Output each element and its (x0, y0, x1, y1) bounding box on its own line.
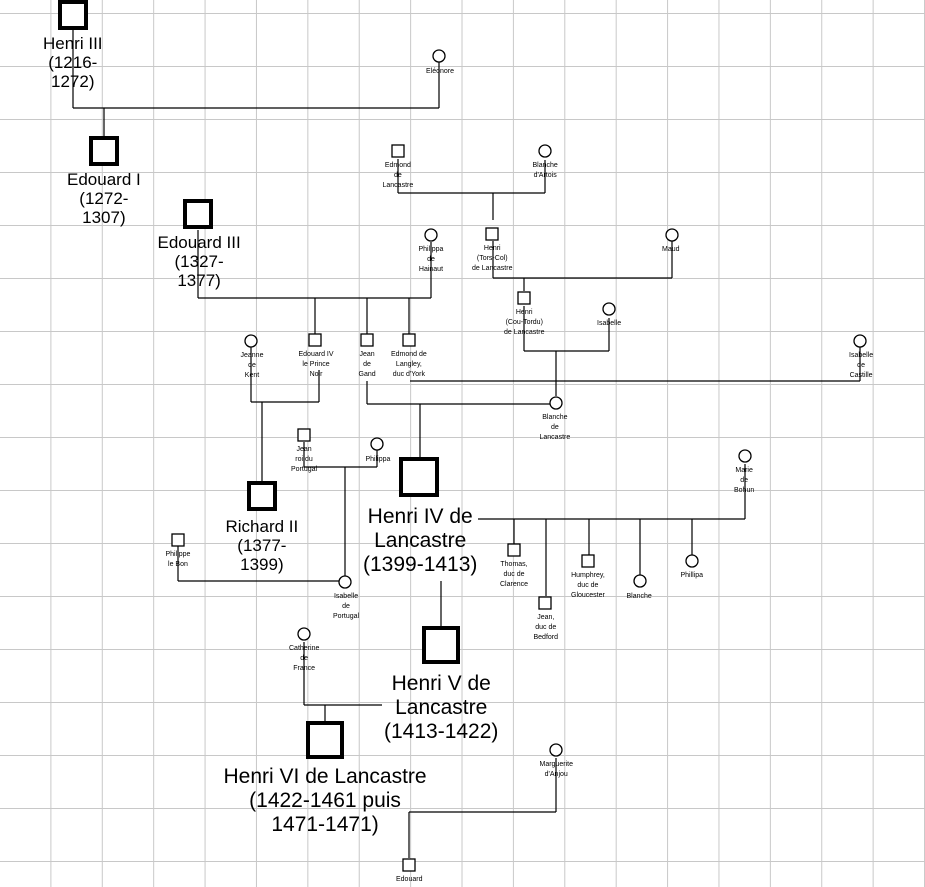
person-label: Philippe le Bon (165, 551, 191, 568)
person-label: Jean de Gand (358, 351, 376, 378)
male-symbol (297, 428, 311, 442)
male-symbol (58, 0, 88, 30)
person-label: Edouard (396, 876, 423, 883)
male-symbol (422, 626, 460, 664)
person-label: Edouard IV le Prince Noir (298, 351, 334, 378)
person-label: Jean roi du Portugal (291, 446, 318, 473)
male-symbol (399, 457, 439, 497)
person-label: Edmond de Langley, duc d'York (391, 351, 427, 378)
person-label: Thomas, duc de Clarence (500, 561, 529, 588)
person-label: Blanche de Lancastre (539, 414, 571, 441)
person-label: Maud (662, 246, 680, 253)
female-symbol (538, 144, 552, 158)
female-symbol (633, 574, 647, 588)
person-label: Henri VI de Lancastre (1422-1461 puis 14… (223, 765, 427, 836)
female-symbol (370, 437, 384, 451)
person-label: Edouard III (1327- 1377) (157, 233, 241, 290)
person-label: Henri (Cou-Tordu) de Lancastre (504, 309, 545, 336)
male-symbol (485, 227, 499, 241)
female-symbol (602, 302, 616, 316)
person-label: Richard II (1377- 1399) (225, 517, 299, 574)
person-label: Marguerite d'Anjou (539, 761, 573, 778)
person-label: Humphrey, duc de Gloucester (571, 572, 605, 599)
female-symbol (297, 627, 311, 641)
male-symbol (581, 554, 595, 568)
male-symbol (306, 721, 344, 759)
person-label: Philippa de Hainaut (418, 246, 444, 273)
person-label: Blanche (626, 593, 652, 600)
person-label: Eléonore (426, 68, 455, 75)
person-label: Henri V de Lancastre (1413-1422) (384, 672, 499, 743)
male-symbol (538, 596, 552, 610)
male-symbol (391, 144, 405, 158)
person-label: Catherine de France (289, 645, 320, 672)
person-label: Jean, duc de Bedford (533, 614, 559, 641)
male-symbol (308, 333, 322, 347)
person-label: Isabelle de Castille (849, 352, 874, 379)
person-label: Henri IV de Lancastre (1399-1413) (363, 505, 478, 576)
male-symbol (402, 858, 416, 872)
female-symbol (549, 743, 563, 757)
person-label: Edouard I (1272- 1307) (67, 170, 141, 227)
person-label: Isabelle de Portugal (333, 593, 360, 620)
person-label: Jeanne de Kent (240, 352, 264, 379)
male-symbol (507, 543, 521, 557)
female-symbol (685, 554, 699, 568)
person-label: Henri III (1216- 1272) (43, 34, 103, 91)
person-label: Isabelle (597, 320, 622, 327)
person-label: Marie de Bohun (734, 467, 755, 494)
person-label: Blanche d'Artois (532, 162, 558, 179)
person-label: Phillipa (680, 572, 704, 579)
male-symbol (402, 333, 416, 347)
male-symbol (247, 481, 277, 511)
female-symbol (853, 334, 867, 348)
male-symbol (171, 533, 185, 547)
female-symbol (432, 49, 446, 63)
person-label: Edmond de Lancastre (382, 162, 414, 189)
female-symbol (244, 334, 258, 348)
person-symbols (58, 0, 867, 872)
female-symbol (738, 449, 752, 463)
male-symbol (517, 291, 531, 305)
male-symbol (360, 333, 374, 347)
person-label: Henri (Tors-Col) de Lancastre (472, 245, 513, 272)
female-symbol (338, 575, 352, 589)
male-symbol (89, 136, 119, 166)
relationship-lines (72, 28, 861, 858)
male-symbol (183, 199, 213, 229)
person-label: Philippa (365, 456, 391, 463)
female-symbol (424, 228, 438, 242)
female-symbol (665, 228, 679, 242)
female-symbol (549, 396, 563, 410)
